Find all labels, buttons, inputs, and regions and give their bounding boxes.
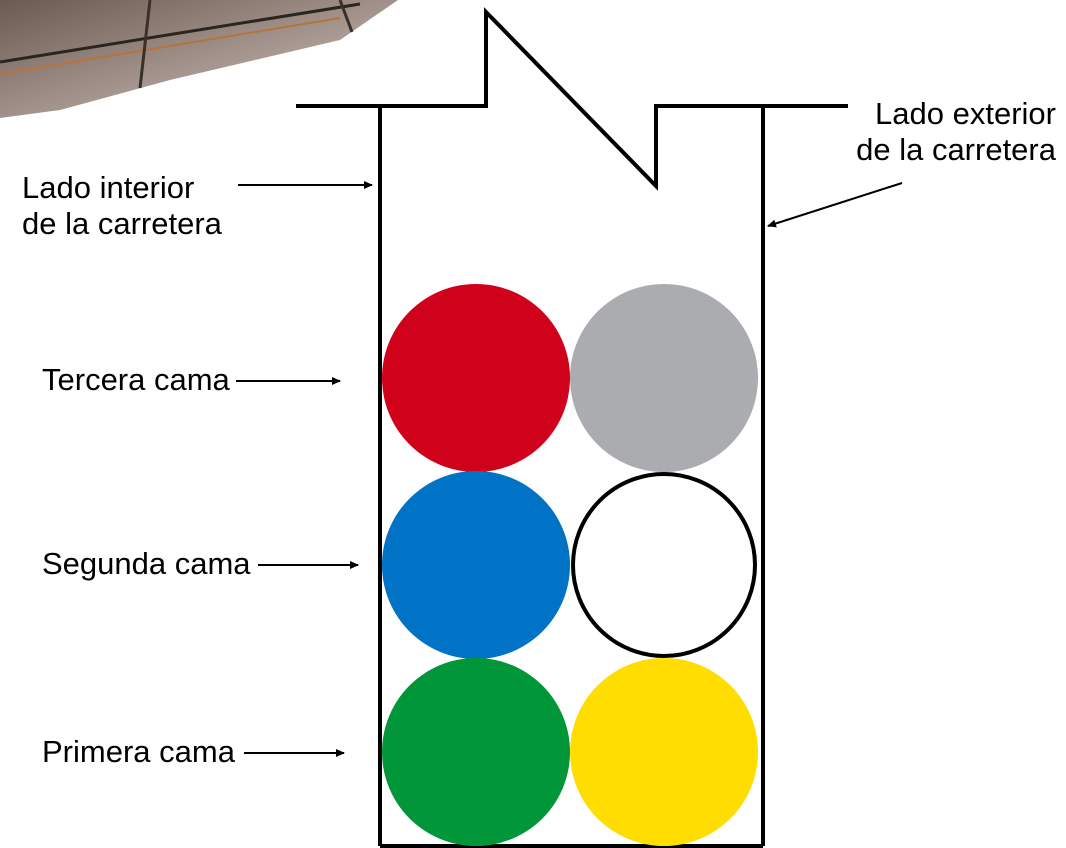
cables: [382, 284, 758, 846]
label-first-layer: Primera cama: [42, 734, 235, 769]
arrows: [236, 181, 903, 757]
road-surface-line: [296, 7, 848, 191]
label-outer-side-line2: de la carretera: [856, 132, 1056, 167]
cable-green: [382, 658, 570, 846]
cable-gray: [570, 284, 758, 472]
cable-red: [382, 284, 570, 472]
label-outer-side-line1: Lado exterior: [875, 96, 1056, 131]
road-surface-photo-icon: [0, 0, 398, 118]
cable-yellow: [570, 658, 758, 846]
arrow-outer-side: [767, 182, 903, 228]
label-inner-side: Lado interior de la carretera: [22, 170, 222, 242]
cable-blue: [382, 471, 570, 659]
label-outer-side: Lado exterior de la carretera: [826, 96, 1056, 168]
label-inner-side-line1: Lado interior: [22, 170, 195, 205]
label-inner-side-line2: de la carretera: [22, 206, 222, 241]
trench-outline: [296, 7, 848, 848]
label-third-layer: Tercera cama: [42, 362, 230, 397]
cable-white: [571, 472, 757, 658]
label-second-layer: Segunda cama: [42, 546, 251, 581]
